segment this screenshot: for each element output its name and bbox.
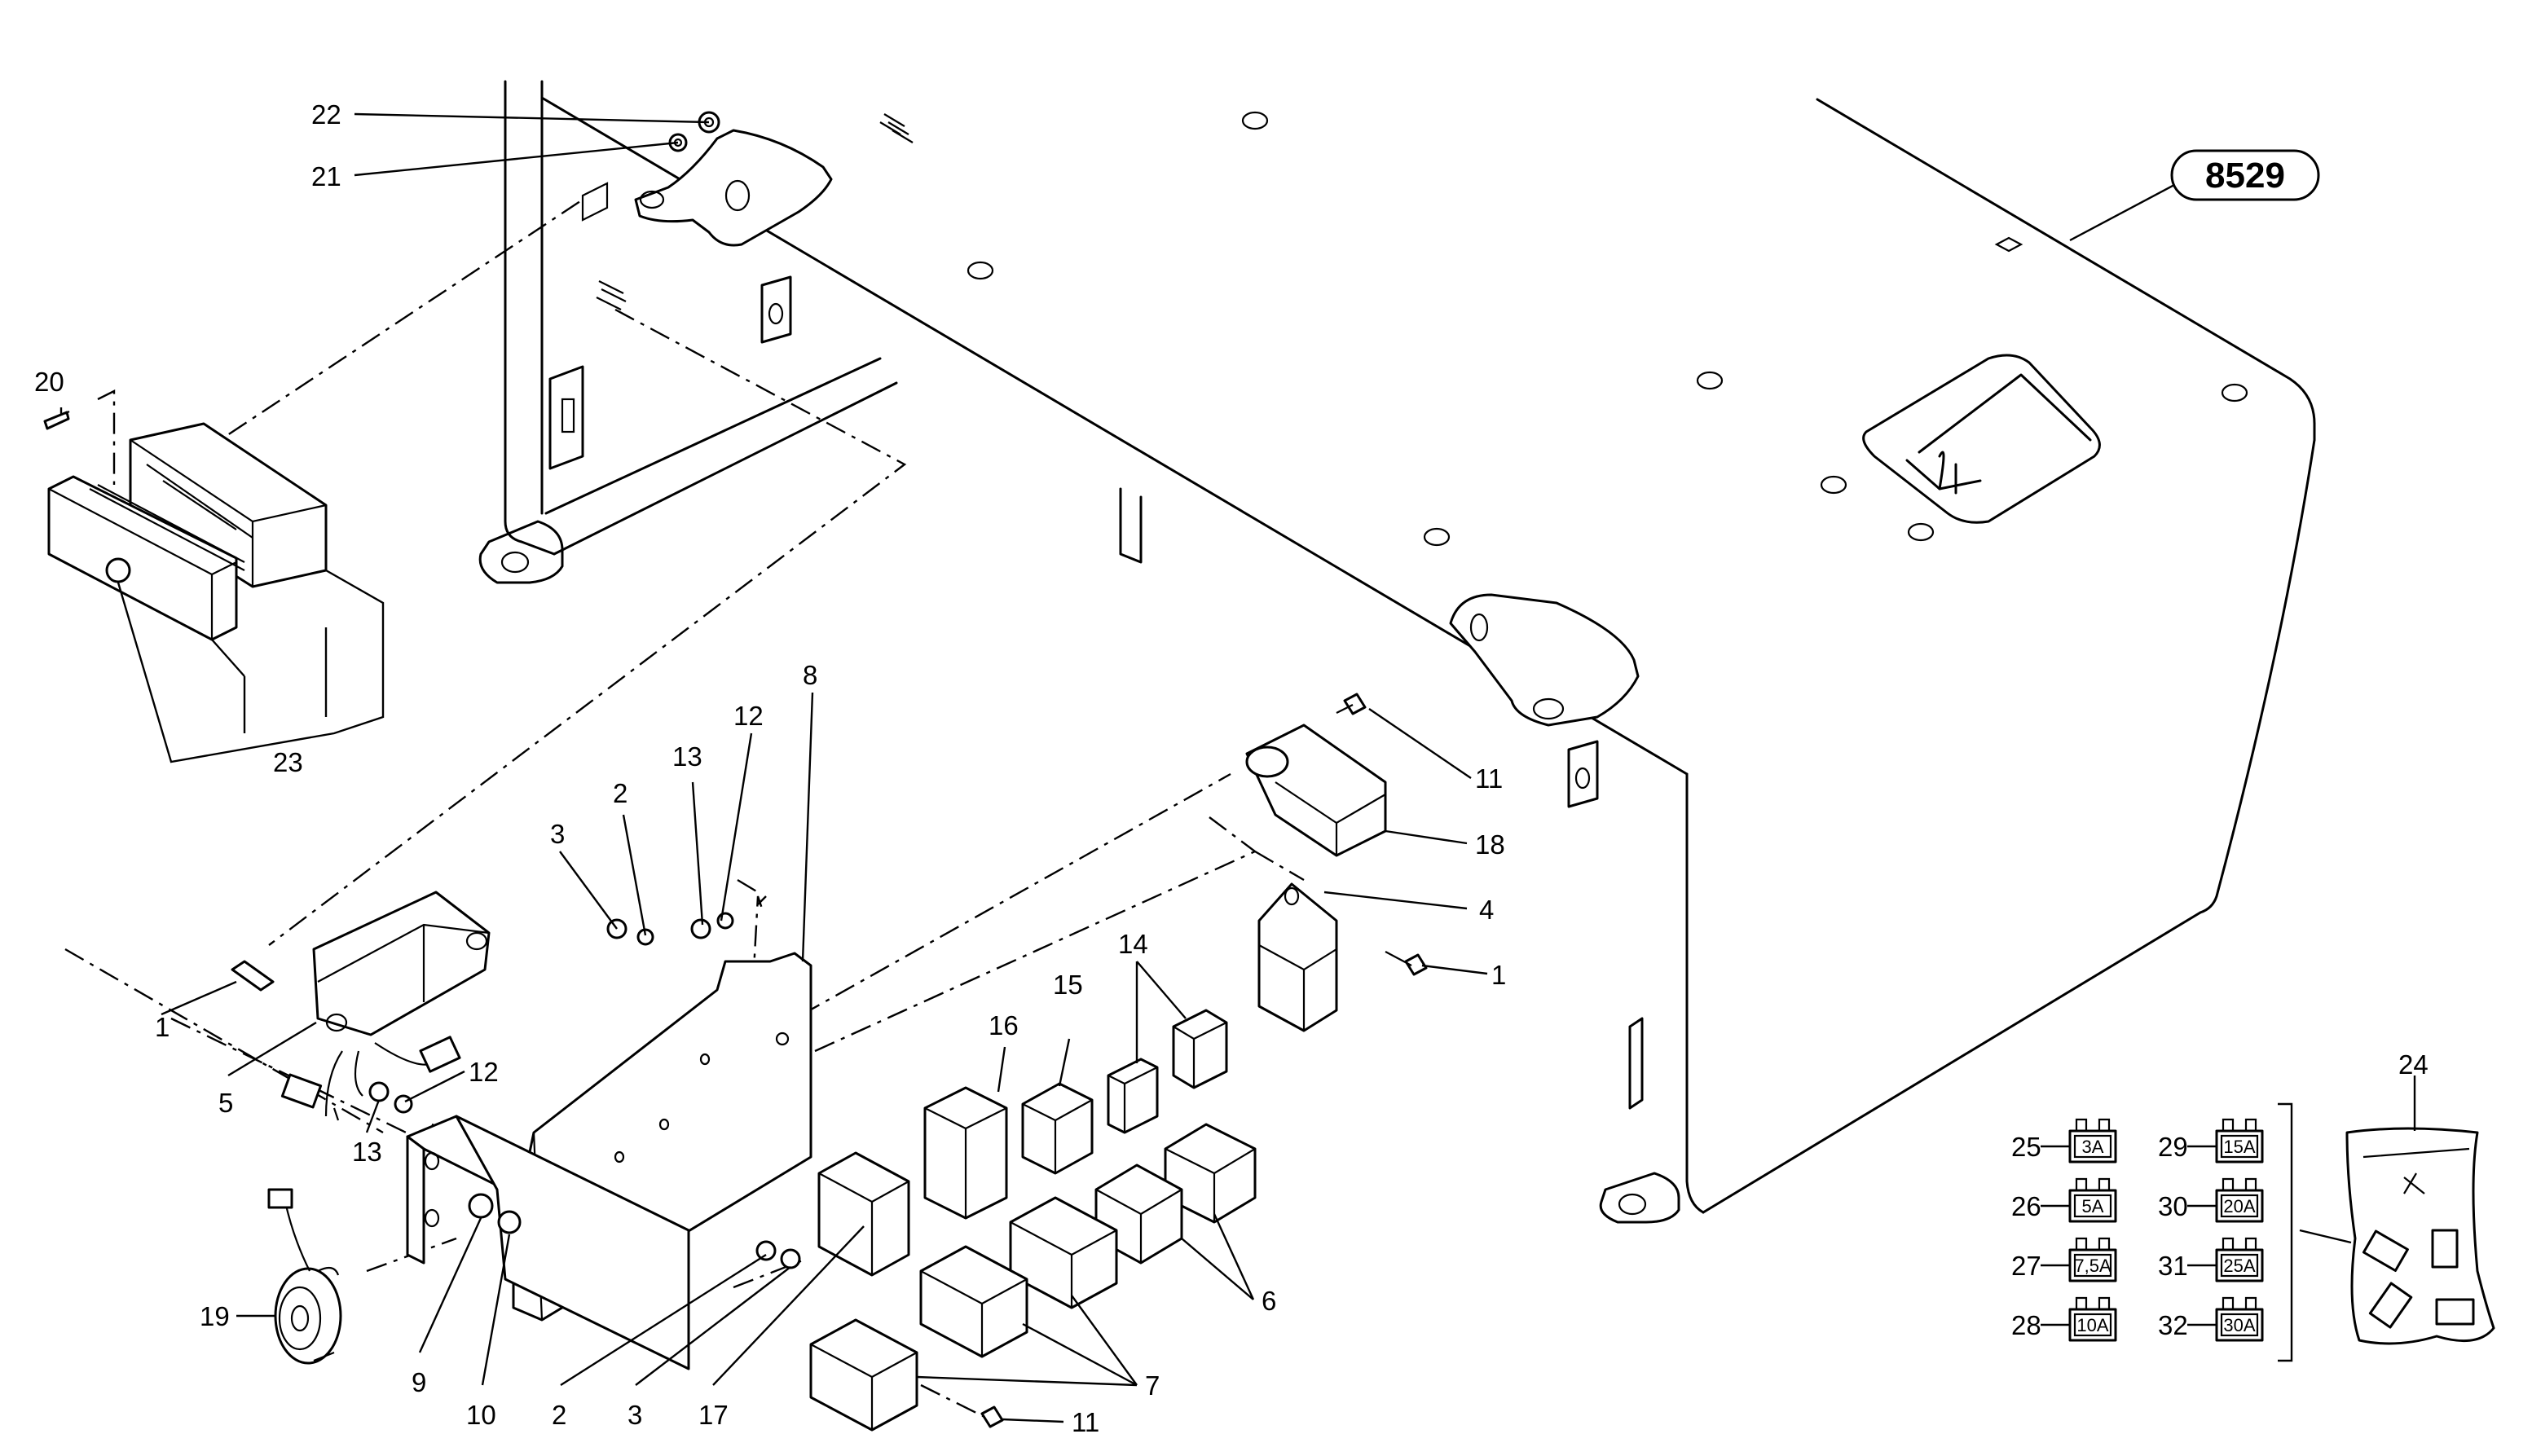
fuse-blade-icon (2075, 1237, 2111, 1250)
callout-12-upper: 12 (733, 701, 764, 731)
fuse-rating: 5A (2082, 1196, 2104, 1216)
callout-9: 9 (412, 1367, 426, 1397)
fuse-kit-bag (2278, 1076, 2495, 1362)
callout-18: 18 (1475, 829, 1505, 860)
fuse-blade-icon (2075, 1177, 2111, 1190)
callout-3-upper: 3 (550, 819, 565, 849)
drawing-reference-number: 8529 (2205, 156, 2285, 196)
fuse-item-number: 27 (2011, 1251, 2041, 1281)
leader-lines (59, 112, 2201, 1423)
relay-mounting-plate (406, 952, 812, 1370)
callout-5: 5 (218, 1088, 233, 1118)
callout-2-upper: 2 (613, 778, 627, 808)
fuse-28: 10A 28 (2011, 1296, 2117, 1342)
fuse-label-frame (2220, 1194, 2259, 1218)
fuse-label-frame (2073, 1313, 2112, 1337)
fuse-27: 7,5A 27 (2011, 1237, 2117, 1282)
fuse-rating: 15A (2223, 1137, 2255, 1157)
fuse-blade-icon (2222, 1296, 2257, 1309)
fuse-item-number: 29 (2158, 1132, 2188, 1162)
callout-22: 22 (311, 99, 341, 130)
callout-23: 23 (273, 747, 303, 777)
callout-1-left: 1 (155, 1012, 170, 1042)
callout-15: 15 (1053, 970, 1083, 1000)
callout-6: 6 (1262, 1286, 1276, 1316)
control-module (280, 891, 491, 1121)
fuse-blade-icon (2075, 1118, 2111, 1131)
fuse-label-frame (2220, 1253, 2259, 1278)
fuse-item-number: 26 (2011, 1191, 2041, 1221)
fuse-label-frame (2073, 1134, 2112, 1159)
cab-base-structure (478, 80, 2316, 1224)
callout-11-lower: 11 (1072, 1407, 1099, 1437)
fuse-item-number: 30 (2158, 1191, 2188, 1221)
fuse-item-number: 32 (2158, 1310, 2188, 1340)
fuse-29: 15A 29 (2158, 1118, 2264, 1163)
drawing-reference-badge: 8529 (2170, 149, 2320, 201)
fuse-item-number: 25 (2011, 1132, 2041, 1162)
callout-numbers: 22 21 20 23 8 12 13 2 3 11 18 4 1 14 15 … (34, 99, 2429, 1437)
fuse-label-frame (2220, 1134, 2259, 1159)
fuse-blade-icon (2075, 1296, 2111, 1309)
fuse-list: 3A 25 5A 26 7,5A 27 10A 28 15A 29 20A 30 25A 31 30A 32 (2011, 1118, 2264, 1342)
fuse-blade-icon (2222, 1237, 2257, 1250)
callout-10: 10 (466, 1400, 496, 1430)
callout-16: 16 (989, 1010, 1019, 1040)
callout-3-lower: 3 (627, 1400, 642, 1430)
fuse-31: 25A 31 (2158, 1237, 2264, 1282)
callout-11-upper: 11 (1475, 763, 1503, 794)
fuse-item-number: 31 (2158, 1251, 2188, 1281)
fuse-32: 30A 32 (2158, 1296, 2264, 1342)
fuse-26: 5A 26 (2011, 1177, 2117, 1223)
callout-13-lower: 13 (352, 1137, 382, 1167)
fuse-rating: 25A (2223, 1256, 2255, 1276)
fuse-holder-assembly (43, 411, 385, 763)
fuse-rating: 10A (2076, 1315, 2108, 1335)
callout-20: 20 (34, 367, 64, 397)
buzzer (267, 1188, 342, 1365)
fuse-30: 20A 30 (2158, 1177, 2264, 1223)
fuse-25: 3A 25 (2011, 1118, 2117, 1163)
callout-4: 4 (1479, 895, 1494, 925)
callout-7: 7 (1145, 1370, 1160, 1401)
callout-14: 14 (1118, 929, 1148, 959)
relays-and-sockets (809, 724, 1387, 1432)
fuse-rating: 20A (2223, 1196, 2255, 1216)
callout-19: 19 (200, 1301, 230, 1331)
fuse-rating: 7,5A (2074, 1256, 2111, 1276)
callout-13-upper: 13 (672, 741, 702, 772)
fuse-blade-icon (2222, 1118, 2257, 1131)
callout-1-right: 1 (1491, 960, 1506, 990)
callout-17: 17 (698, 1400, 729, 1430)
fuse-label-frame (2220, 1313, 2259, 1337)
fuse-rating: 30A (2223, 1315, 2255, 1335)
callout-21: 21 (311, 161, 341, 191)
callout-8: 8 (803, 660, 817, 690)
callout-2-lower: 2 (552, 1400, 566, 1430)
fuse-item-number: 28 (2011, 1310, 2041, 1340)
fuse-rating: 3A (2082, 1137, 2104, 1157)
fuse-label-frame (2073, 1194, 2112, 1218)
callout-24: 24 (2398, 1049, 2429, 1080)
fuse-blade-icon (2222, 1177, 2257, 1190)
fuse-label-frame (2073, 1253, 2112, 1278)
callout-12-lower: 12 (469, 1057, 499, 1087)
